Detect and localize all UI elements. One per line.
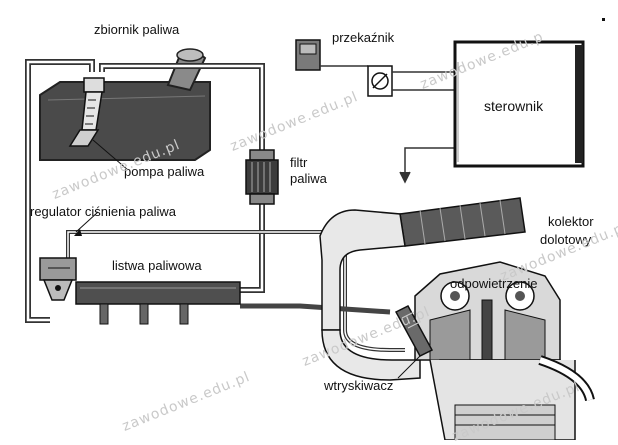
relay xyxy=(295,39,368,71)
label-filter-line1: filtr xyxy=(290,155,308,170)
pump-leader-line xyxy=(92,139,129,171)
label-manifold-line2: dolotowy xyxy=(540,232,592,247)
label-relay: przekaźnik xyxy=(332,30,395,45)
label-pressure-regulator: regulator ciśnienia paliwa xyxy=(30,204,176,219)
signal-lines xyxy=(392,71,455,184)
fuel-filter xyxy=(245,149,279,205)
label-controller: sterownik xyxy=(484,98,544,114)
regulator-leader-line xyxy=(75,211,99,233)
fuel-pump xyxy=(68,77,105,147)
label-fuel-rail: listwa paliwowa xyxy=(112,258,202,273)
injector-leader-line xyxy=(397,355,421,379)
sensor-symbol xyxy=(367,65,393,97)
label-filter-line2: paliwa xyxy=(290,171,327,186)
controller-box xyxy=(453,40,585,168)
fuel-rail xyxy=(75,281,241,325)
label-injector: wtryskiwacz xyxy=(324,378,394,393)
intake-manifold xyxy=(319,197,526,381)
pressure-regulator xyxy=(39,257,77,301)
label-fuel-tank: zbiornik paliwa xyxy=(94,22,180,37)
engine-head xyxy=(414,261,595,440)
label-manifold-line1: kolektor xyxy=(548,214,594,229)
injector xyxy=(394,305,434,357)
label-vent: odpowietrzenie xyxy=(450,276,538,291)
label-fuel-pump: pompa paliwa xyxy=(124,164,205,179)
